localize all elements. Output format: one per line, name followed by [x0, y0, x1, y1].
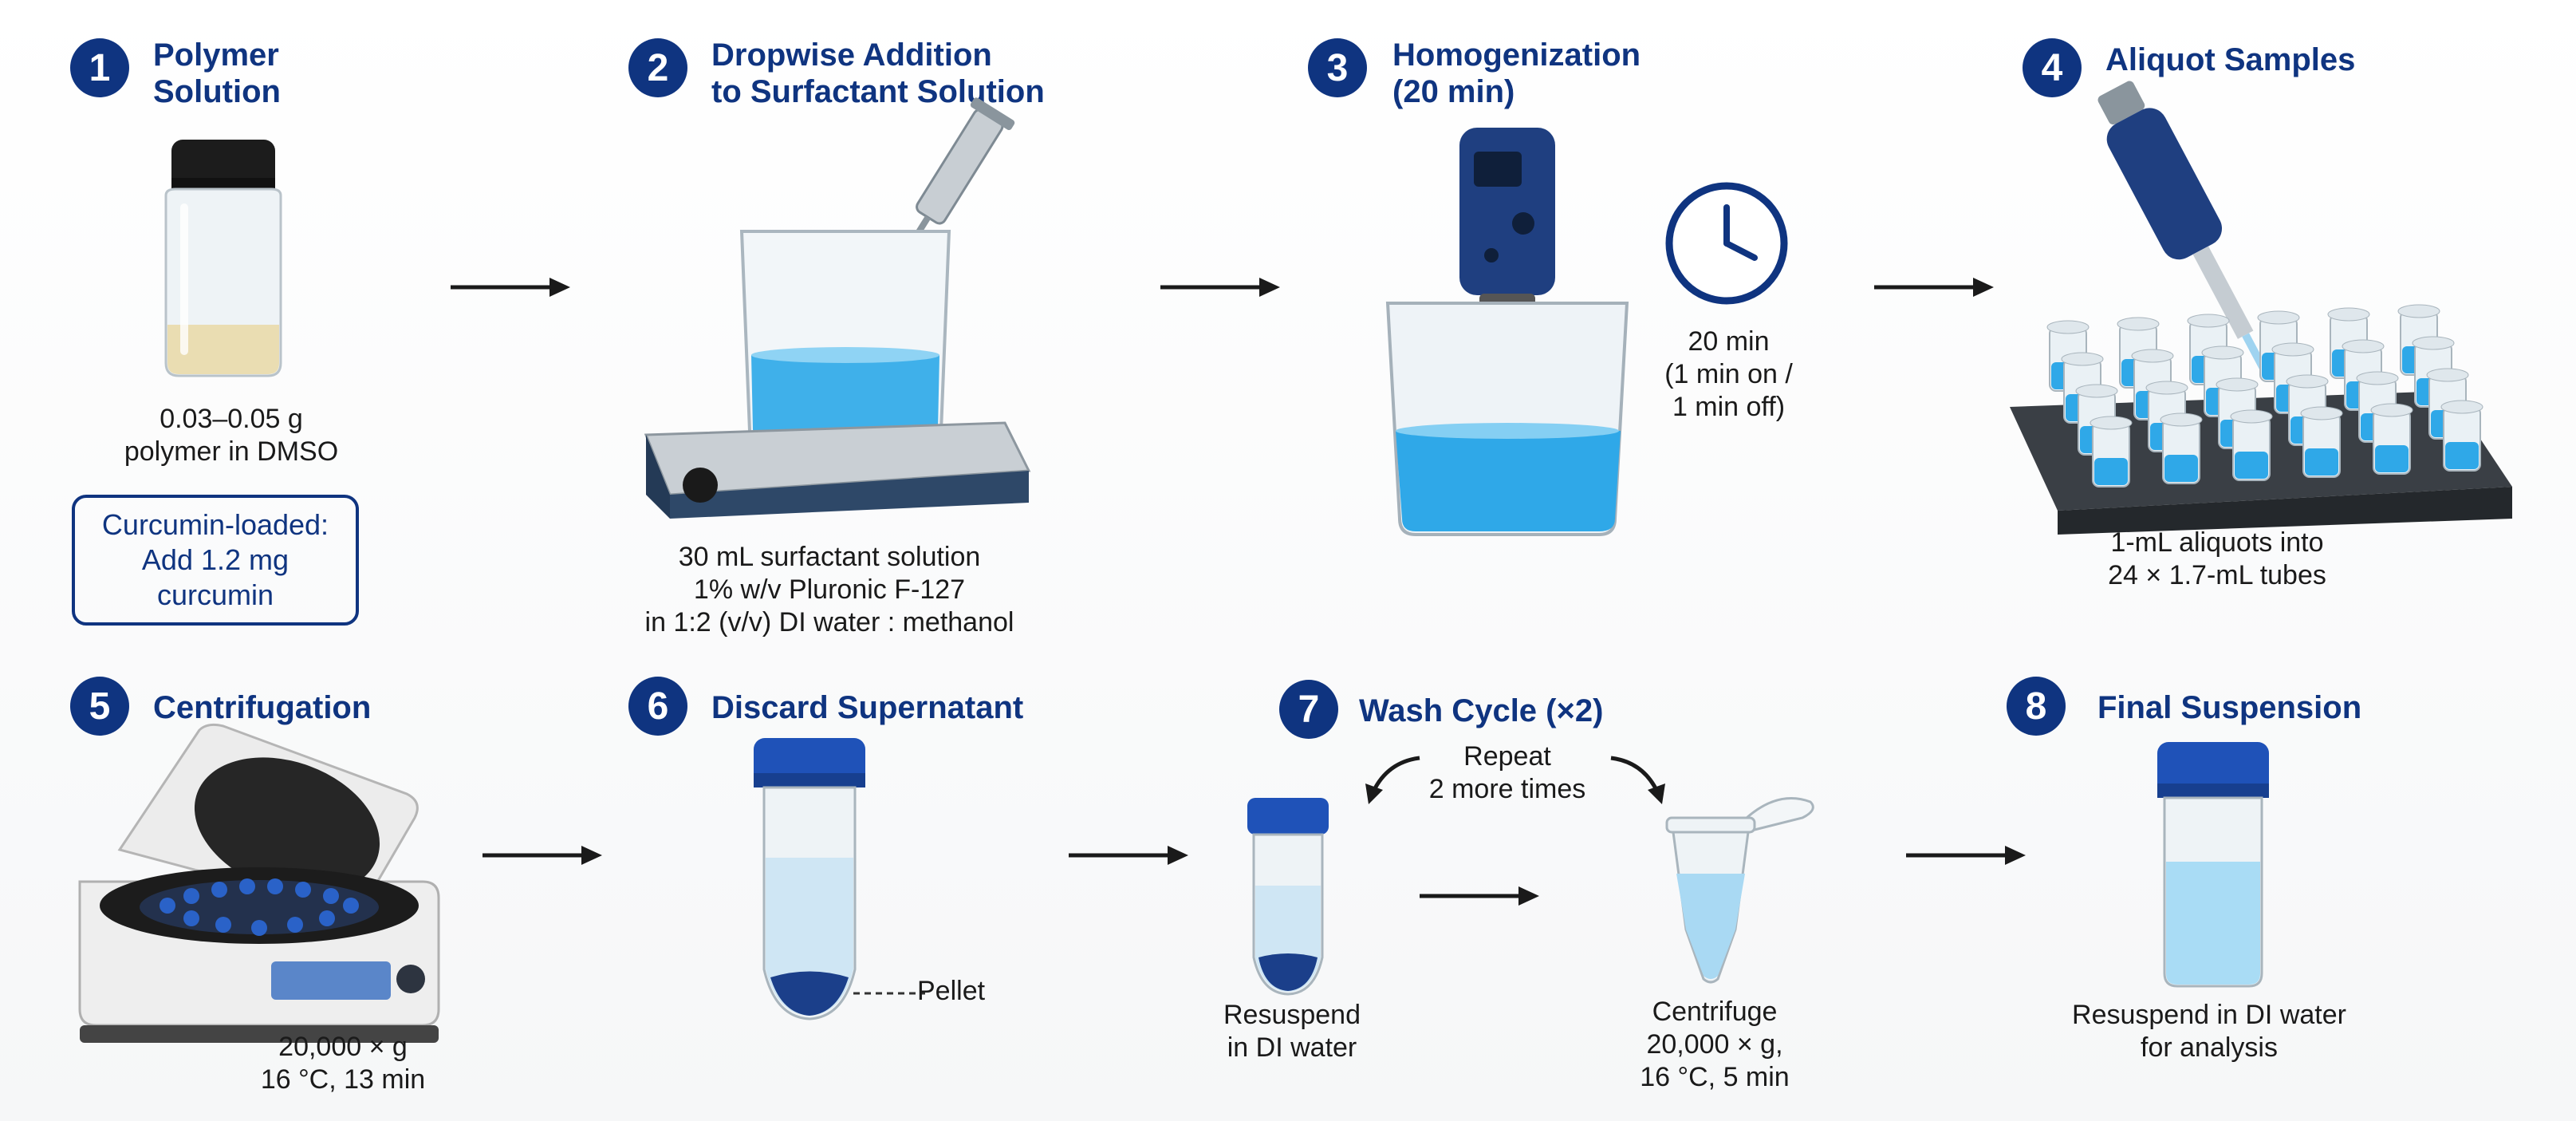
stir-plate-beaker-icon: [644, 97, 1031, 519]
step-5-badge: 5: [70, 677, 129, 736]
aliquot-tube: [2160, 412, 2203, 484]
clock-icon: [1665, 182, 1788, 305]
vial-icon: [164, 140, 282, 377]
step-8-badge: 8: [2007, 677, 2066, 736]
step-2-title: Dropwise Addition to Surfactant Solution: [711, 37, 1045, 109]
arrow-icon: [1069, 846, 1188, 865]
aliquot-tube: [2090, 416, 2133, 487]
step-3-title: Homogenization (20 min): [1392, 37, 1641, 109]
step-7-badge: 7: [1279, 680, 1338, 739]
arrow-icon: [1420, 886, 1539, 906]
arrow-icon: [483, 846, 602, 865]
step-4-caption: 1-mL aliquots into 24 × 1.7-mL tubes: [2108, 527, 2326, 590]
resuspend-tube-icon: [1247, 798, 1329, 996]
step-2-badge: 2: [628, 38, 687, 97]
aliquot-tube: [2230, 409, 2273, 481]
step-1-badge: 1: [70, 38, 129, 97]
final-vial-icon: [2157, 742, 2269, 988]
step-4-badge: 4: [2023, 38, 2082, 97]
arrow-icon: [451, 278, 570, 297]
curcumin-callout: Curcumin-loaded: Add 1.2 mg curcumin: [72, 495, 359, 626]
step-3-badge: 3: [1308, 38, 1367, 97]
arrow-icon: [1160, 278, 1280, 297]
step-6-badge: 6: [628, 677, 687, 736]
pipette-tube-rack-icon: [2010, 81, 2512, 535]
arrow-icon: [1874, 278, 1994, 297]
pellet-label: Pellet: [917, 976, 986, 1006]
homogenizer-icon: [1385, 128, 1629, 536]
step-7-title: Wash Cycle (×2): [1359, 693, 1604, 728]
resuspend-label: Resuspend in DI water: [1223, 1000, 1361, 1063]
step-4-title: Aliquot Samples: [2105, 42, 2356, 77]
conical-tube-pellet-icon: [754, 738, 865, 1020]
repeat-arrows-icon: [1365, 756, 1665, 804]
repeat-label: Repeat 2 more times: [1428, 741, 1586, 804]
centrifuge-label: Centrifuge 20,000 × g, 16 °C, 5 min: [1640, 997, 1790, 1092]
microcentrifuge-tube-icon: [1665, 797, 1814, 984]
step-1-title: Polymer Solution: [153, 37, 281, 109]
step-5-caption: 20,000 × g 16 °C, 13 min: [260, 1032, 426, 1095]
aliquot-tube: [2440, 400, 2483, 472]
pellet-leader-line: [853, 992, 925, 995]
centrifuge-icon: [78, 723, 440, 1043]
aliquot-tube: [2370, 403, 2413, 475]
step-8-caption: Resuspend in DI water for analysis: [2072, 1000, 2346, 1063]
step-6-title: Discard Supernatant: [711, 690, 1024, 725]
step-8-title: Final Suspension: [2097, 690, 2362, 725]
step-1-caption: 0.03–0.05 g polymer in DMSO: [124, 404, 339, 467]
step-3-caption: 20 min (1 min on / 1 min off): [1664, 326, 1793, 422]
step-5-title: Centrifugation: [153, 690, 372, 725]
arrow-icon: [1906, 846, 2026, 865]
step-2-caption: 30 mL surfactant solution 1% w/v Pluroni…: [644, 542, 1014, 637]
aliquot-tube: [2300, 406, 2343, 478]
